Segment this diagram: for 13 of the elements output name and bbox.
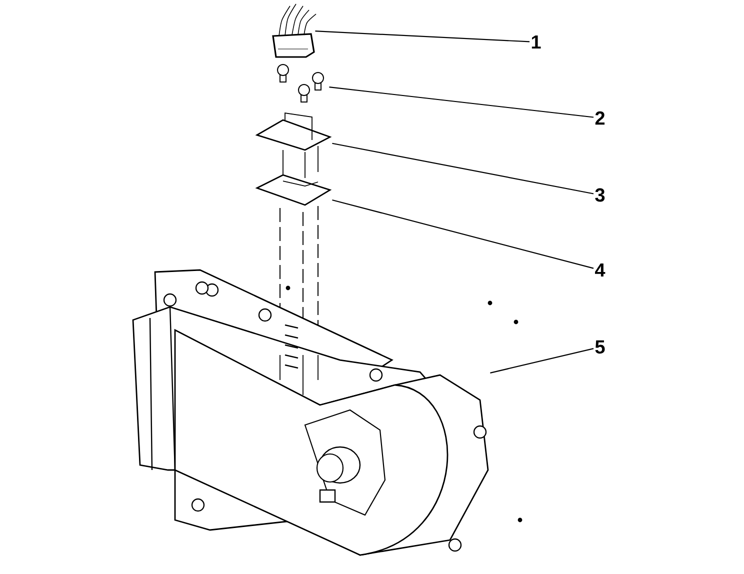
- callout-number: 1: [532, 35, 541, 49]
- callout-number: 5: [595, 340, 605, 354]
- leader-line: [332, 199, 594, 269]
- callout-number: 4: [595, 263, 606, 277]
- leader-line: [332, 142, 594, 194]
- blower-housing-drawing: [132, 269, 522, 556]
- leader-line: [315, 30, 530, 42]
- screw-drawing: [277, 64, 324, 102]
- connector-drawing: [272, 4, 316, 58]
- leader-line: [490, 348, 594, 374]
- callout-number: 2: [595, 111, 605, 125]
- callout-number: 3: [595, 188, 605, 202]
- leader-line: [329, 86, 594, 118]
